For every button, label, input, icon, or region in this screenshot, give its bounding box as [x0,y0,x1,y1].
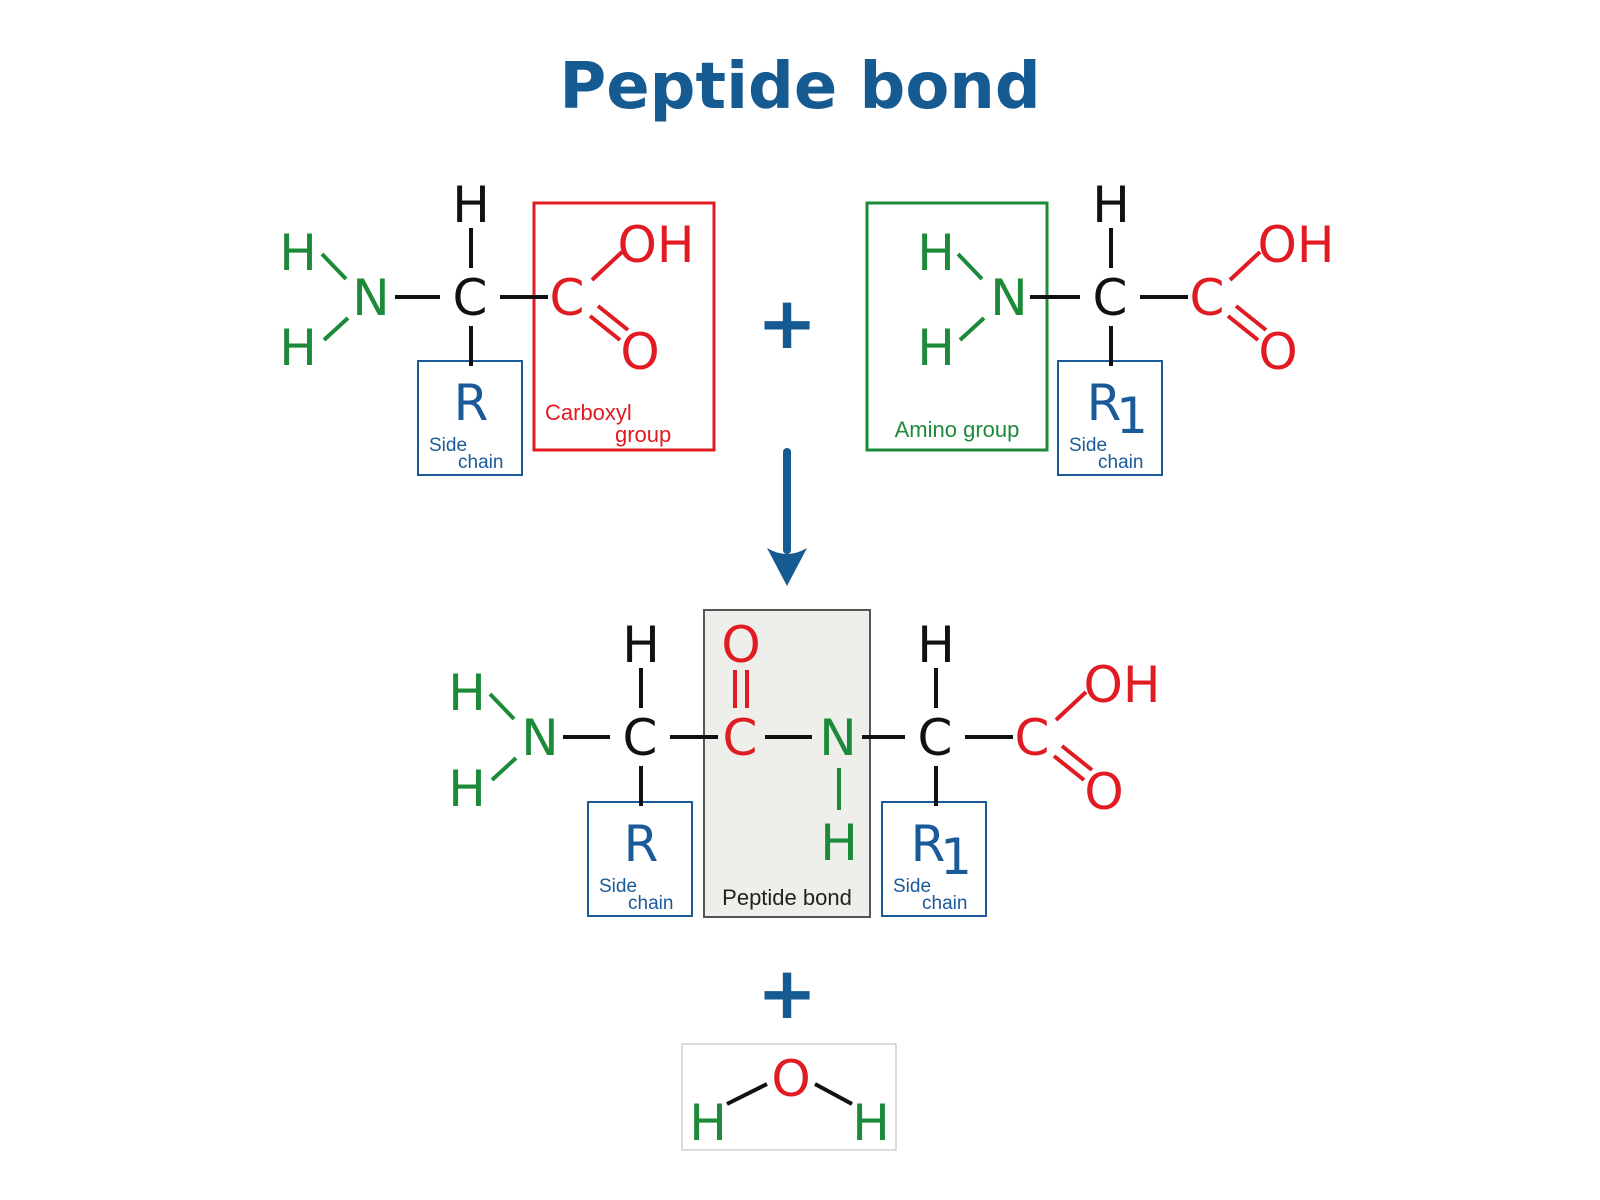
bond-c-o-a [1226,314,1260,342]
atom-h: H [279,224,317,282]
atom-c: C [550,269,585,327]
carboxyl-group-label: Carboxyl [545,400,632,425]
atom-o: O [1084,763,1123,821]
side-chain-label-side: Side [1069,435,1107,456]
atom-h: H [917,224,955,282]
atom-oh: OH [1084,656,1161,714]
peptide-bond-box [703,609,871,918]
atom-h: H [448,760,486,818]
amino-acid-1: H H N C H C OH O R Side chain Carboxyl g… [279,176,716,476]
peptide-bond-label: Peptide bond [722,885,852,910]
bond-c-o-b [1234,304,1268,332]
side-chain-r1: R [911,815,946,873]
atom-o: O [620,323,659,381]
bond-h-n-upper [488,692,516,721]
side-chain-label-side: Side [599,876,637,897]
atom-h: H [1092,176,1130,234]
bond-h-n-lower [322,316,350,342]
side-chain-r1-subscript: 1 [940,828,972,886]
carboxyl-group-box [532,201,716,452]
side-chain-r1-subscript: 1 [1116,387,1148,445]
atom-c: C [623,709,658,767]
atom-h: H [689,1094,727,1152]
bond-h-n-lower [490,756,518,782]
side-chain-label-chain: chain [922,893,967,914]
side-chain-label-chain: chain [1098,452,1143,473]
side-chain-label-side: Side [893,876,931,897]
atom-c: C [918,709,953,767]
bond-h-n-upper [956,252,984,281]
bond-c-o-a [588,314,622,342]
atom-o: O [721,616,760,674]
bond-h-n-lower [958,316,986,342]
atom-c: C [1093,269,1128,327]
water-box [681,1043,897,1151]
atom-n: N [819,709,856,767]
atom-o: O [771,1050,810,1108]
bond-h-n-upper [320,252,348,281]
diagram-title: Peptide bond [559,50,1040,124]
bond-c-oh [1054,690,1088,722]
plus-sign: + [757,281,817,365]
bond-h-o-left [726,1082,768,1106]
atom-oh: OH [618,216,695,274]
atom-c: C [1015,709,1050,767]
atom-n: N [990,269,1027,327]
amino-group-label: Amino group [895,417,1020,442]
bond-o-h-right [814,1082,853,1106]
atom-n: N [521,709,558,767]
atom-h: H [622,616,660,674]
bond-c-o-b [1060,744,1094,772]
bond-c-o-b [596,304,630,332]
water-molecule: H O H [681,1043,897,1152]
atom-h: H [917,319,955,377]
bond-c-oh [1228,250,1262,282]
side-chain-r1: R [1087,374,1122,432]
atom-n: N [352,269,389,327]
down-arrow-icon [767,448,807,586]
side-chain-label-chain: chain [458,452,503,473]
atom-h: H [452,176,490,234]
atom-c: C [1190,269,1225,327]
atom-h: H [448,664,486,722]
amino-acid-2: H H N C H C OH O R 1 Side chain Amino gr… [865,176,1335,476]
atom-h: H [917,616,955,674]
side-chain-label-side: Side [429,435,467,456]
plus-sign: + [757,951,817,1035]
amino-group-box [865,201,1049,452]
atom-c: C [453,269,488,327]
side-chain-r: R [624,815,659,873]
carboxyl-group-label: group [615,422,671,447]
side-chain-r: R [454,374,489,432]
atom-h: H [852,1094,890,1152]
side-chain-label-chain: chain [628,893,673,914]
atom-o: O [1258,323,1297,381]
atom-h: H [820,814,858,872]
dipeptide: H H N C H O C N H C H C OH O R Side chai… [448,609,1161,918]
atom-c: C [723,709,758,767]
bond-c-o-a [1052,754,1086,782]
bond-c-oh [590,250,624,282]
atom-h: H [279,319,317,377]
atom-oh: OH [1258,216,1335,274]
